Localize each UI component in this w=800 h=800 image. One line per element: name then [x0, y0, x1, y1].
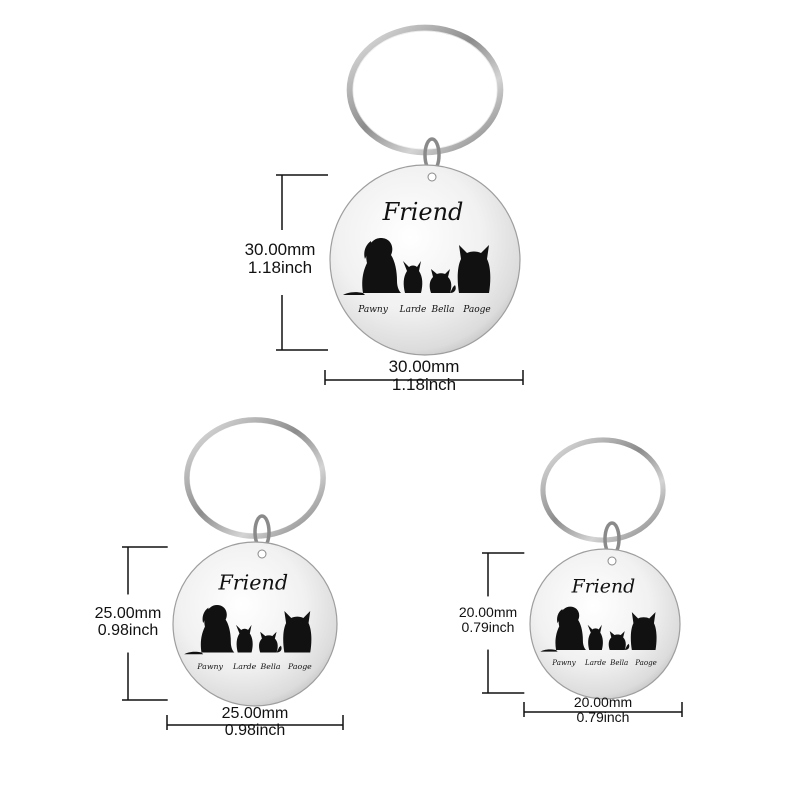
height-inch-label: 1.18inch: [248, 258, 312, 277]
height-mm-label: 30.00mm: [245, 240, 316, 259]
width-inch-label: 0.98inch: [225, 722, 286, 739]
height-inch-label: 0.79inch: [462, 619, 515, 635]
pet-name: Larde: [584, 658, 606, 667]
tag-disc: [529, 548, 681, 700]
tag-hole: [607, 556, 617, 566]
pet-name: Pawny: [357, 305, 389, 315]
pet-name: Pawny: [196, 662, 223, 671]
key-ring: [346, 24, 504, 156]
pet-name: Pawny: [551, 658, 576, 667]
key-ring-highlight: [189, 422, 321, 534]
pet-name: Larde: [399, 305, 427, 315]
height-mm-label: 25.00mm: [95, 605, 162, 622]
pet-name: Paoge: [634, 658, 657, 667]
key-ring-highlight: [545, 442, 661, 538]
width-mm-label: 20.00mm: [574, 694, 632, 710]
pet-name: Paoge: [287, 662, 312, 671]
tag-hole: [257, 549, 267, 559]
tag-hole: [427, 172, 437, 182]
tag-title: Friend: [217, 570, 288, 594]
pet-name: Bella: [260, 662, 281, 671]
tag-title: Friend: [571, 575, 636, 597]
tag-disc: [329, 164, 521, 356]
height-inch-label: 0.98inch: [98, 622, 159, 639]
pet-name: Bella: [430, 305, 454, 315]
pet-name: Larde: [232, 662, 257, 671]
key-ring: [184, 417, 326, 539]
pet-name: Paoge: [462, 305, 491, 315]
height-mm-label: 20.00mm: [459, 604, 517, 620]
pet-name: Bella: [609, 658, 628, 667]
tag-title: Friend: [382, 198, 464, 226]
tag-disc: [172, 541, 338, 707]
width-mm-label: 25.00mm: [222, 705, 289, 722]
key-ring-highlight: [352, 30, 498, 150]
width-inch-label: 1.18inch: [392, 375, 456, 394]
key-ring: [540, 437, 666, 543]
width-mm-label: 30.00mm: [389, 357, 460, 376]
width-inch-label: 0.79inch: [577, 709, 630, 725]
